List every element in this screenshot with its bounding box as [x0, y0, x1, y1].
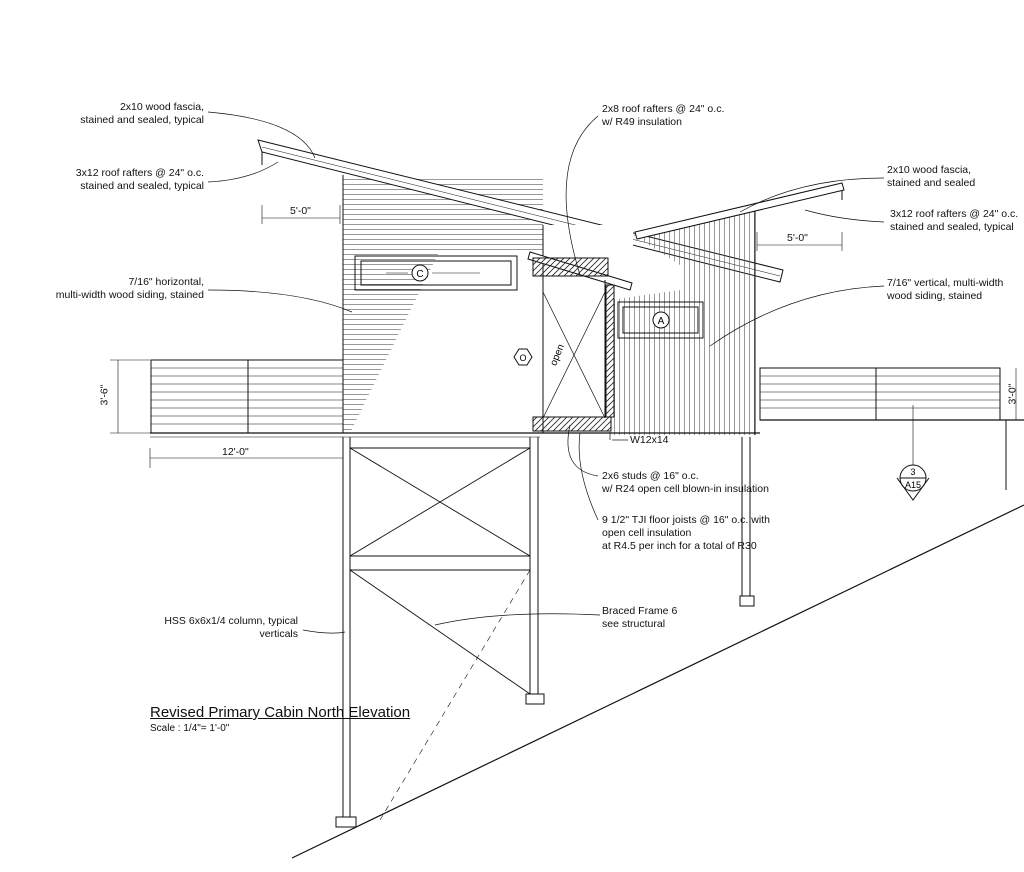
note-fascia-left: 2x10 wood fascia, stained and sealed, ty…: [80, 101, 204, 126]
note-rafters-2x8: 2x8 roof rafters @ 24" o.c. w/ R49 insul…: [602, 103, 725, 128]
braced-frame: [349, 447, 531, 821]
drawing-title: Revised Primary Cabin North Elevation: [150, 704, 411, 721]
window-c-tag: C: [386, 264, 480, 282]
window-c-label: C: [416, 269, 423, 280]
note-braced-frame: Braced Frame 6 see structural: [602, 605, 678, 630]
note-rafters-right: 3x12 roof rafters @ 24" o.c. stained and…: [890, 208, 1019, 233]
window-a-tag: A: [652, 311, 670, 329]
window-a-frame: [617, 301, 704, 339]
siding-cutaway: [350, 250, 543, 433]
dim-overhang-right: 5'-0": [787, 232, 808, 244]
dim-railing-left: 3'-6": [98, 384, 111, 406]
railing-left: [150, 359, 344, 434]
note-fascia-right: 2x10 wood fascia, stained and sealed: [887, 164, 976, 189]
drawing-scale: Scale : 1/4"= 1'-0": [150, 723, 230, 734]
section-number: 3: [910, 467, 915, 477]
window-a-label: A: [658, 316, 665, 327]
dim-railing-right: 3'-0": [1006, 383, 1019, 405]
dim-deck-left: 12'-0": [222, 446, 249, 458]
note-beam: W12x14: [630, 434, 669, 446]
note-column: HSS 6x6x1/4 column, typical verticals: [164, 615, 298, 640]
note-rafters-left: 3x12 roof rafters @ 24" o.c. stained and…: [75, 167, 204, 192]
ground-line: [291, 504, 1024, 859]
window-c-frame: [354, 255, 518, 291]
railing-right: [759, 367, 1001, 421]
right-siding: [610, 205, 755, 435]
upper-roof: [634, 182, 845, 240]
note-siding-vertical: 7/16" vertical, multi-width wood siding,…: [887, 277, 1004, 302]
note-studs: 2x6 studs @ 16" o.c. w/ R24 open cell bl…: [602, 470, 769, 495]
note-joists: 9 1/2" TJI floor joists @ 16" o.c. with …: [602, 514, 770, 552]
section-sheet: A15: [905, 480, 921, 490]
door-o-tag: O: [513, 348, 533, 366]
dim-overhang-left: 5'-0": [290, 205, 311, 217]
door-o-label: O: [519, 353, 526, 363]
note-siding-horizontal: 7/16" horizontal, multi-width wood sidin…: [55, 276, 204, 301]
